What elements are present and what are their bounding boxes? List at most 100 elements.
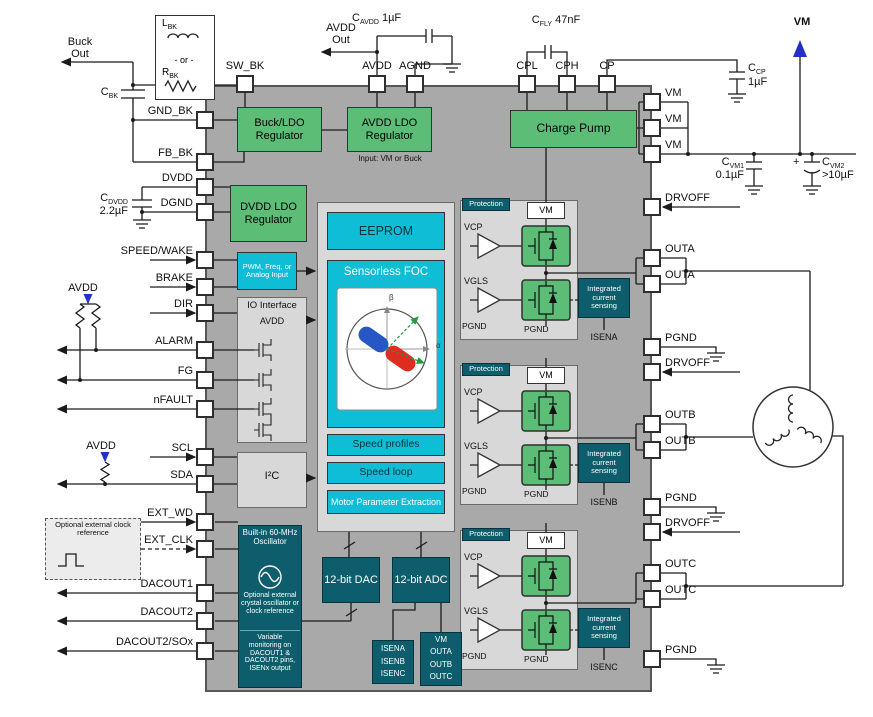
pin-label-alarm: ALARM: [155, 335, 193, 347]
ground-icon: [727, 93, 747, 103]
buffer-icon: [477, 616, 502, 644]
foc-beta-label: β: [389, 293, 394, 302]
pin-box-drvoff1: [643, 198, 661, 216]
pin-box-outb2: [643, 441, 661, 459]
pin-label-outc1: OUTC: [665, 558, 697, 570]
pin-label-nfault: nFAULT: [153, 394, 193, 406]
pin-label-outb2: OUTB: [665, 435, 696, 447]
pgnd-label-a1: PGND: [462, 321, 487, 331]
pin-label-gnd-bk: GND_BK: [147, 105, 193, 117]
pin-box-cpl: [518, 75, 536, 93]
c-cp-label: CCP: [748, 62, 766, 77]
pin-box-brake: [196, 278, 214, 296]
buck-lr-component-box: LBK - or - RBK: [155, 15, 215, 100]
io-interface-panel: [237, 297, 307, 443]
c-cp-value: 1µF: [748, 76, 768, 88]
isen-item: ISENB: [380, 656, 405, 666]
isenb-label: ISENB: [590, 497, 618, 507]
pin-box-outa2: [643, 275, 661, 293]
pgnd-label-c2: PGND: [524, 654, 549, 664]
vm-supply-arrow-icon: [793, 40, 807, 57]
r-bk-label: RBK: [162, 67, 179, 80]
gate-buffers: [477, 232, 502, 644]
pin-box-vm1: [643, 93, 661, 111]
pin-label-dir: DIR: [174, 298, 193, 310]
pin-box-dacout2: [196, 612, 214, 630]
pin-label-fb-bk: FB_BK: [158, 147, 193, 159]
c-dvdd-value: 2.2µF: [99, 205, 128, 217]
buffer-icon: [477, 562, 502, 590]
charge-pump-block: Charge Pump: [510, 110, 637, 148]
current-sense-block-b: Integrated current sensing: [578, 443, 630, 483]
pin-box-sw-bk: [236, 75, 254, 93]
vcp-label-b: VCP: [464, 387, 483, 397]
c-bk-label: CBK: [100, 86, 118, 101]
speed-loop-block: Speed loop: [327, 462, 445, 484]
pin-box-agnd: [406, 75, 424, 93]
pin-box-alarm: [196, 341, 214, 359]
foc-alpha-label: α: [436, 341, 441, 350]
ground-icon: [442, 63, 462, 73]
pin-box-nfault: [196, 400, 214, 418]
oscillator-block: Built-in 60-MHz Oscillator Optional exte…: [238, 525, 302, 688]
pin-box-outc1: [643, 564, 661, 582]
vgls-label-a: VGLS: [464, 276, 489, 286]
protection-badge-c: Protection: [462, 528, 510, 541]
pin-label-vm2: VM: [665, 113, 682, 125]
ground-icon: [802, 185, 822, 195]
motor-parameter-extraction-block: Motor Parameter Extraction: [327, 490, 445, 514]
ground-icon: [706, 664, 726, 674]
isen-item: ISENA: [380, 643, 405, 653]
io-avdd-label: AVDD: [259, 316, 285, 326]
pin-box-ext-wd: [196, 513, 214, 531]
dac-block: 12-bit DAC: [322, 557, 380, 603]
external-clock-label: Optional external clock reference: [55, 520, 131, 538]
pin-box-gnd-bk: [196, 111, 214, 129]
i2c-label: I²C: [264, 470, 280, 482]
vm-box-a: VM: [527, 202, 565, 219]
pin-label-vm1: VM: [665, 87, 682, 99]
buffer-icon: [477, 286, 502, 314]
pin-label-agnd: AGND: [399, 60, 431, 72]
avdd-out-label: AVDD Out: [326, 22, 356, 47]
c-vm2-label: CVM2: [822, 156, 845, 171]
buffer-icon: [477, 232, 502, 260]
c-vm1-label: CVM1: [721, 156, 744, 171]
io-interface-label: IO Interface: [247, 300, 297, 311]
ground-icon: [744, 185, 764, 195]
pin-box-fg: [196, 371, 214, 389]
adc-block: 12-bit ADC: [392, 557, 450, 603]
vgls-label-b: VGLS: [464, 441, 489, 451]
pin-label-pgnd2: PGND: [665, 492, 697, 504]
pin-label-dvdd: DVDD: [161, 172, 193, 184]
pin-label-ext-clk: EXT_CLK: [144, 534, 193, 546]
vm-mux-item: VM: [435, 635, 447, 645]
pin-box-sda: [196, 475, 214, 493]
avdd-pullup1-label: AVDD: [68, 282, 98, 294]
vm-mux-item: OUTB: [429, 659, 453, 669]
pin-box-pgnd2: [643, 498, 661, 516]
oscillator-title: Built-in 60-MHz Oscillator: [242, 528, 298, 546]
pin-box-vm2: [643, 119, 661, 137]
pin-box-scl: [196, 448, 214, 466]
pin-label-drvoff2: DRVOFF: [665, 357, 711, 369]
pin-label-outc2: OUTC: [665, 584, 697, 596]
vcp-label-a: VCP: [464, 222, 483, 232]
pin-label-outb1: OUTB: [665, 409, 696, 421]
pin-label-sw-bk: SW_BK: [225, 60, 265, 72]
or-label: - or -: [174, 55, 194, 65]
junction-dots: [78, 50, 814, 605]
pin-label-ext-wd: EXT_WD: [147, 507, 193, 519]
motor-icon: [752, 386, 834, 468]
vgls-label-c: VGLS: [464, 606, 489, 616]
pgnd-label-c1: PGND: [462, 651, 487, 661]
oscillator-divider: [240, 630, 300, 631]
pin-box-dir: [196, 304, 214, 322]
external-clock-box: [45, 518, 141, 580]
pin-box-drvoff2: [643, 363, 661, 381]
pin-label-speed-wake: SPEED/WAKE: [120, 245, 193, 257]
c-vm2-value: >10µF: [822, 169, 854, 181]
pin-label-pgnd3: PGND: [665, 644, 697, 656]
buck-out-label: Buck Out: [67, 36, 93, 61]
